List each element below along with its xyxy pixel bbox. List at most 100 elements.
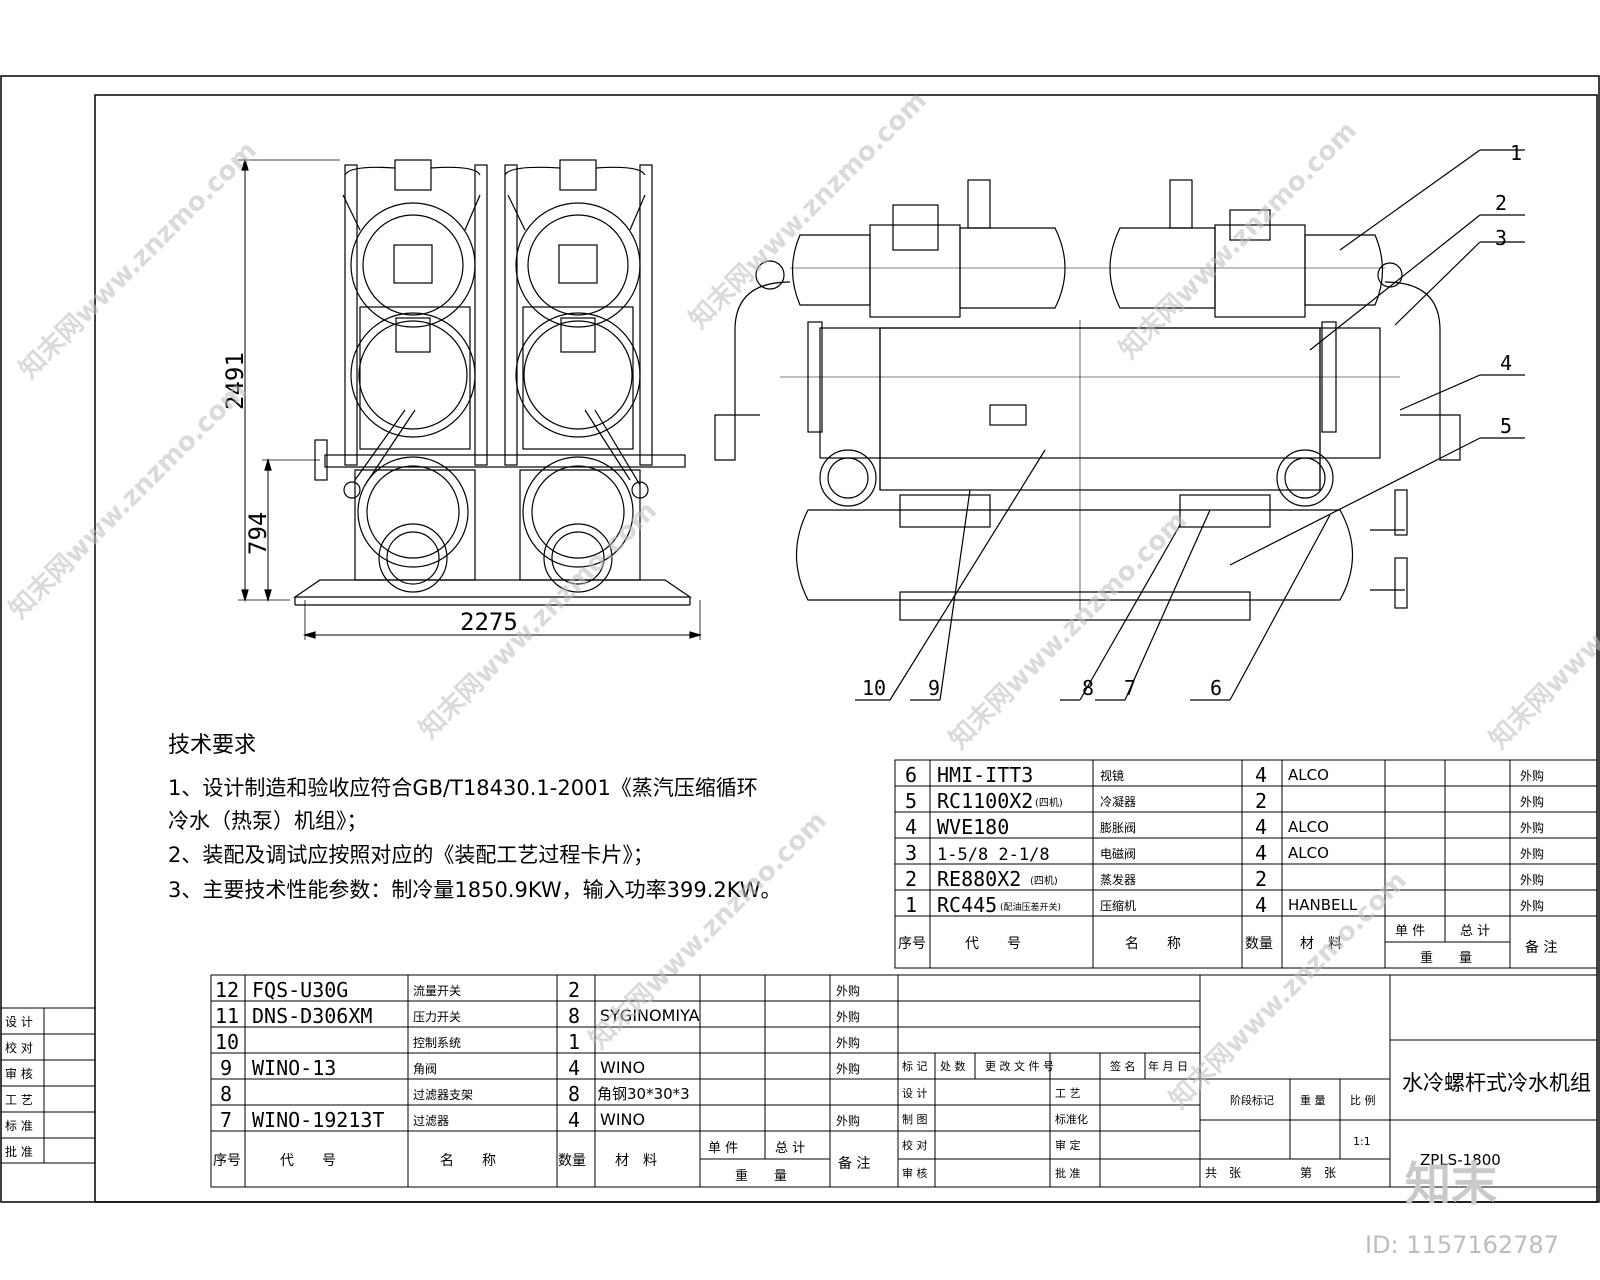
svg-text:11: 11: [215, 1004, 239, 1028]
svg-text:审 核: 审 核: [902, 1166, 928, 1180]
svg-text:ALCO: ALCO: [1288, 766, 1329, 784]
svg-text:10: 10: [215, 1030, 239, 1054]
svg-text:4: 4: [1255, 763, 1267, 787]
svg-text:(四机): (四机): [1030, 874, 1058, 887]
balloon-10: 10: [862, 676, 886, 700]
watermark-text: 知末网www.znzmo.com: [684, 86, 933, 335]
svg-text:WINO-13: WINO-13: [252, 1056, 336, 1080]
balloon-2: 2: [1495, 191, 1507, 215]
bom-lower-rows: 12 FQS-U30G 流量开关 2 外购 11 DNS-D306XM 压力开关…: [213, 978, 870, 1184]
weight-label: 重 量: [1300, 1093, 1326, 1107]
svg-text:8: 8: [568, 1082, 580, 1106]
dim-height-lower: 794: [244, 512, 272, 555]
svg-text:2: 2: [1255, 789, 1267, 813]
svg-text:外购: 外购: [1520, 898, 1544, 913]
svg-text:3: 3: [905, 841, 917, 865]
svg-text:WINO: WINO: [600, 1058, 645, 1077]
watermark-text: 知末网www.znzmo.com: [4, 376, 253, 625]
balloon-3: 3: [1495, 226, 1507, 250]
svg-text:外购: 外购: [1520, 820, 1544, 835]
balloon-4: 4: [1500, 351, 1512, 375]
dim-width: 2275: [460, 608, 518, 636]
svg-text:9: 9: [220, 1056, 232, 1080]
balloon-8: 8: [1082, 676, 1094, 700]
svg-text:2: 2: [1255, 867, 1267, 891]
svg-text:重 量: 重 量: [1420, 950, 1472, 966]
balloon-1: 1: [1510, 141, 1522, 165]
svg-text:5: 5: [905, 789, 917, 813]
svg-text:设 计: 设 计: [902, 1087, 928, 1100]
svg-text:代 号: 代 号: [965, 936, 1021, 952]
balloon-6: 6: [1210, 676, 1222, 700]
scale-label: 比 例: [1350, 1093, 1376, 1107]
svg-text:材 料: 材 料: [615, 1153, 657, 1169]
end-view: [238, 157, 703, 640]
svg-text:1: 1: [905, 893, 917, 917]
dim-height-total: 2491: [221, 352, 249, 410]
svg-text:角阀: 角阀: [413, 1062, 437, 1076]
svg-text:冷凝器: 冷凝器: [1100, 794, 1136, 809]
svg-text:SYGINOMIYA: SYGINOMIYA: [600, 1006, 700, 1025]
title-block-text: 标 记 处 数 更 改 文 件 号 签 名 年 月 日 设 计 制 图 校 对 …: [902, 1059, 1591, 1180]
svg-text:8: 8: [568, 1004, 580, 1028]
svg-text:数量: 数量: [558, 1153, 586, 1169]
balloon-9: 9: [928, 676, 940, 700]
svg-text:6: 6: [905, 763, 917, 787]
title-block-grid: [897, 974, 1598, 1188]
svg-text:12: 12: [215, 978, 239, 1002]
tech-req-line-1: 1、设计制造和验收应符合GB/T18430.1-2001《蒸汽压缩循环: [168, 776, 758, 800]
svg-text:4: 4: [568, 1108, 580, 1132]
svg-text:(配油压差开关): (配油压差开关): [1000, 901, 1061, 913]
svg-text:校 对: 校 对: [902, 1138, 928, 1152]
svg-text:ALCO: ALCO: [1288, 818, 1329, 836]
svg-text:(四机): (四机): [1035, 796, 1063, 809]
bom-upper-rows: 6 HMI-ITT3 视镜 4 ALCO 外购 5 RC1100X2 (四机) …: [898, 763, 1557, 966]
svg-text:过滤器支架: 过滤器支架: [413, 1088, 473, 1102]
watermark-text: 知末网www.znzmo.com: [1484, 506, 1600, 755]
svg-text:流量开关: 流量开关: [413, 984, 461, 998]
svg-text:2: 2: [568, 978, 580, 1002]
svg-text:制 图: 制 图: [902, 1113, 928, 1126]
svg-text:HANBELL: HANBELL: [1288, 896, 1358, 914]
svg-text:名 称: 名 称: [1125, 936, 1181, 952]
inner-frame: [94, 94, 1598, 1203]
svg-text:2: 2: [905, 867, 917, 891]
svg-text:过滤器: 过滤器: [413, 1114, 449, 1128]
svg-text:总 计: 总 计: [1460, 924, 1490, 939]
svg-text:RE880X2: RE880X2: [937, 867, 1021, 891]
drawing-title: 水冷螺杆式冷水机组: [1402, 1071, 1591, 1095]
svg-text:总 计: 总 计: [775, 1141, 805, 1156]
svg-text:代 号: 代 号: [280, 1153, 336, 1169]
svg-text:外购: 外购: [1520, 768, 1544, 783]
sheets-total: 共 张: [1205, 1166, 1241, 1180]
watermark-text: 知末网www.znzmo.com: [14, 136, 263, 385]
svg-text:WVE180: WVE180: [937, 815, 1009, 839]
svg-text:电磁阀: 电磁阀: [1100, 846, 1136, 861]
svg-text:标准化: 标准化: [1055, 1112, 1088, 1126]
svg-text:FQS-U30G: FQS-U30G: [252, 978, 348, 1002]
svg-text:备 注: 备 注: [838, 1155, 870, 1172]
drawing-number: ZPLS-1800: [1420, 1151, 1501, 1169]
svg-text:单 件: 单 件: [1395, 924, 1425, 939]
revision-sign: 签 名: [1110, 1059, 1136, 1073]
svg-text:4: 4: [1255, 893, 1267, 917]
svg-text:蒸发器: 蒸发器: [1100, 872, 1136, 887]
svg-text:1: 1: [568, 1030, 580, 1054]
revision-mark: 标 记: [902, 1059, 928, 1073]
watermark-text: 知末网www.znzmo.com: [414, 496, 663, 745]
svg-text:外购: 外购: [1520, 846, 1544, 861]
scale-value: 1:1: [1353, 1135, 1371, 1148]
svg-text:ALCO: ALCO: [1288, 844, 1329, 862]
svg-text:外购: 外购: [836, 1113, 860, 1128]
svg-text:批 准: 批 准: [1055, 1166, 1081, 1180]
svg-text:DNS-D306XM: DNS-D306XM: [252, 1004, 372, 1028]
svg-text:材 料: 材 料: [1300, 936, 1342, 952]
tech-req-line-2: 冷水（热泵）机组》；: [168, 809, 368, 833]
svg-text:数量: 数量: [1245, 936, 1273, 952]
svg-text:外购: 外购: [836, 1035, 860, 1050]
svg-text:外购: 外购: [1520, 794, 1544, 809]
svg-text:外购: 外购: [1520, 872, 1544, 887]
bom-upper-grid: [894, 759, 1598, 969]
tech-req-title: 技术要求: [168, 733, 256, 758]
